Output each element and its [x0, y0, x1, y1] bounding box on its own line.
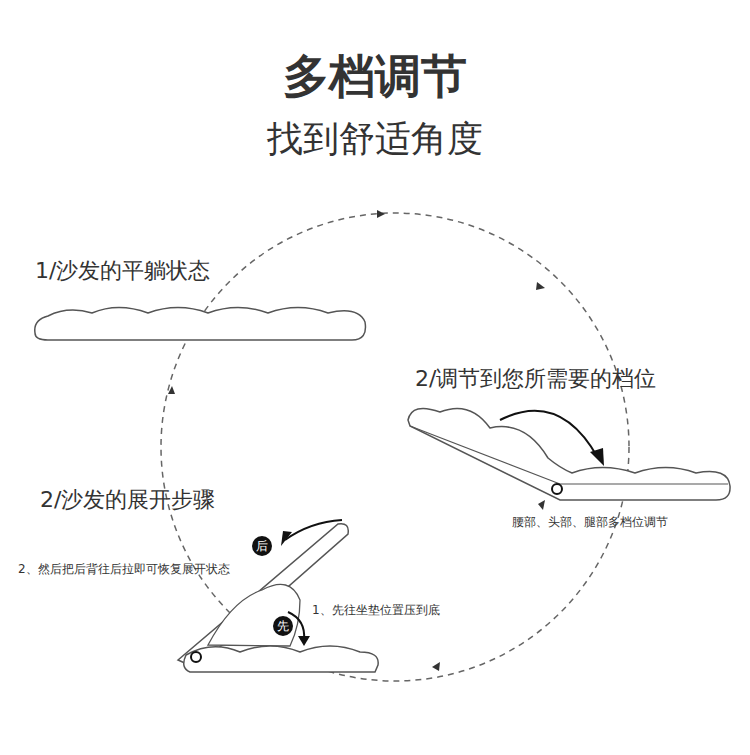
note: 腰部、头部、腿部多档位调节	[512, 516, 668, 530]
badge-text: 先	[277, 620, 289, 632]
title: 多档调节	[283, 50, 467, 103]
subtitle: 找到舒适角度	[267, 118, 483, 159]
step-badge: 先	[273, 616, 293, 636]
badge-text: 后	[256, 540, 268, 552]
step-label: 2/沙发的展开步骤	[40, 487, 215, 512]
step-label: 1/沙发的平躺状态	[35, 258, 210, 283]
step-badge: 后	[252, 536, 272, 556]
note: 1、先往坐垫位置压到底	[312, 604, 440, 618]
note: 2、然后把后背往后拉即可恢复展开状态	[18, 563, 230, 577]
step-label: 2/调节到您所需要的档位	[415, 366, 656, 391]
